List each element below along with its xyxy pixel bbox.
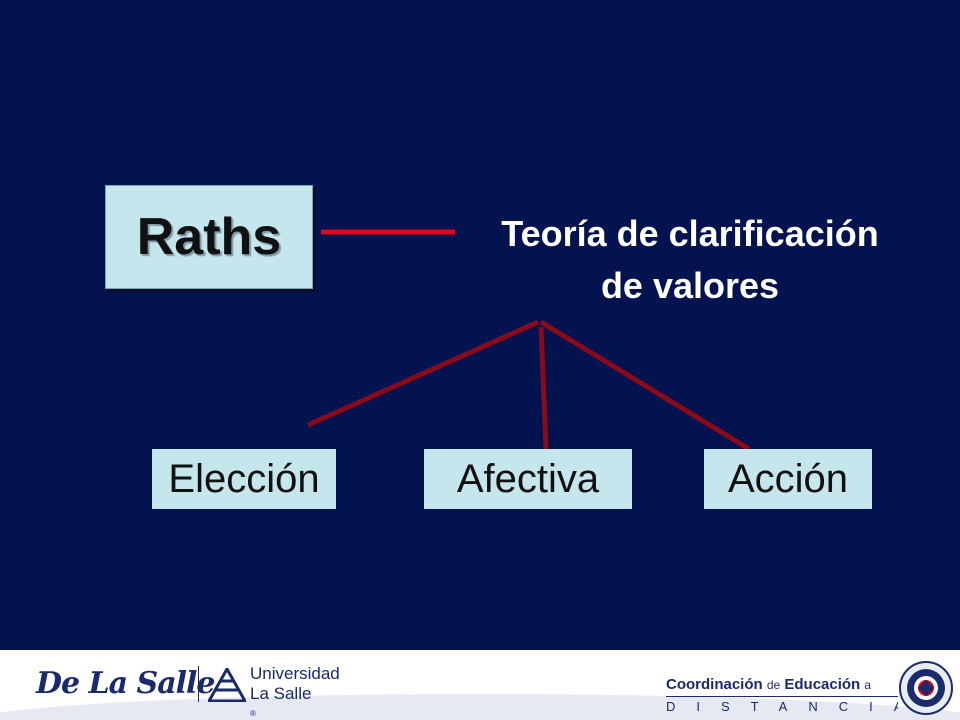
child-box-afectiva: Afectiva	[424, 449, 632, 509]
footer-divider	[198, 666, 199, 702]
theory-line-1: Teoría de clarificación	[501, 213, 879, 254]
university-name: La Salle	[250, 684, 312, 703]
raths-label: Raths	[136, 208, 282, 266]
footer-bar: De La Salle Universidad La Salle ® Coord…	[0, 650, 960, 720]
theory-line-2: de valores	[600, 265, 780, 306]
universidad-la-salle-star-icon	[208, 668, 246, 702]
branch-line-eleccion	[306, 319, 540, 428]
university-line-1: Universidad	[250, 664, 340, 683]
ced-word-a: a	[864, 678, 872, 692]
registered-mark: ®	[250, 709, 256, 718]
child-label-eleccion: Elección	[168, 456, 320, 501]
branch-line-afectiva	[538, 326, 549, 450]
theory-title: Teoría de clarificación de valores	[440, 208, 940, 312]
ced-wordmark-top: Coordinación de Educación a	[666, 676, 871, 693]
ced-word-coordinacion: Coordinación	[666, 676, 763, 693]
ced-seal-icon	[899, 661, 953, 715]
child-label-afectiva: Afectiva	[456, 456, 600, 501]
delasalle-signature-logo: De La Salle	[36, 666, 216, 701]
ced-word-educacion: Educación	[784, 676, 861, 693]
child-label-accion: Acción	[727, 456, 849, 501]
branch-line-accion	[539, 319, 751, 452]
ced-word-de: de	[766, 678, 781, 692]
ced-rule	[666, 696, 898, 697]
raths-box: Raths	[105, 185, 313, 289]
child-box-eleccion: Elección	[152, 449, 336, 509]
university-line-2: La Salle ®	[250, 684, 340, 720]
ced-word-distancia: DISTANCIA	[666, 699, 898, 714]
child-box-accion: Acción	[704, 449, 872, 509]
universidad-la-salle-wordmark: Universidad La Salle ®	[250, 664, 340, 720]
